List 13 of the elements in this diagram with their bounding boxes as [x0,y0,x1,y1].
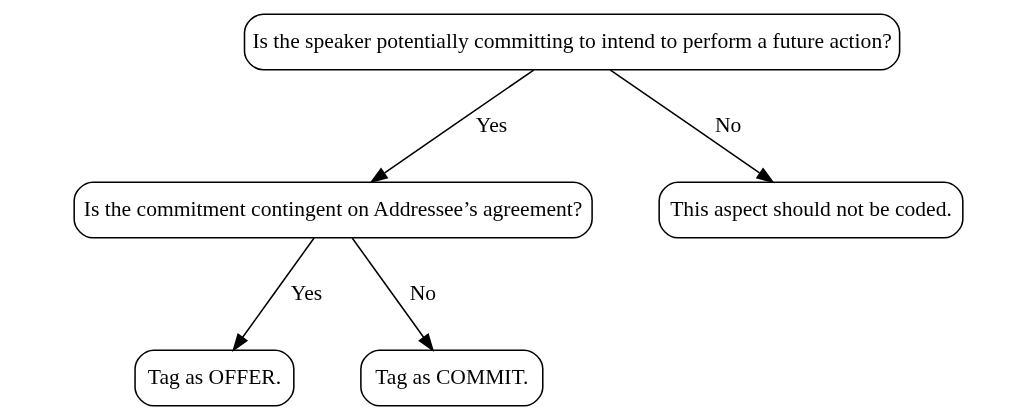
edge-label: Yes [290,280,322,305]
edge-label: No [409,280,436,305]
node-box: Tag as OFFER. [133,349,295,407]
arrow [609,69,775,184]
node-box: This aspect should not be coded. [657,181,964,239]
node-box: Is the commitment contingent on Addressee’s agreement? [72,181,593,239]
node-box: Is the speaker potentially committing to intend to perform a future action? [243,13,900,71]
arrow [231,237,315,352]
node-box: Tag as COMMIT. [359,349,544,407]
edge-label: No [714,112,741,137]
arrow [369,69,534,184]
arrow [350,237,434,352]
edge-label: Yes [475,112,507,137]
